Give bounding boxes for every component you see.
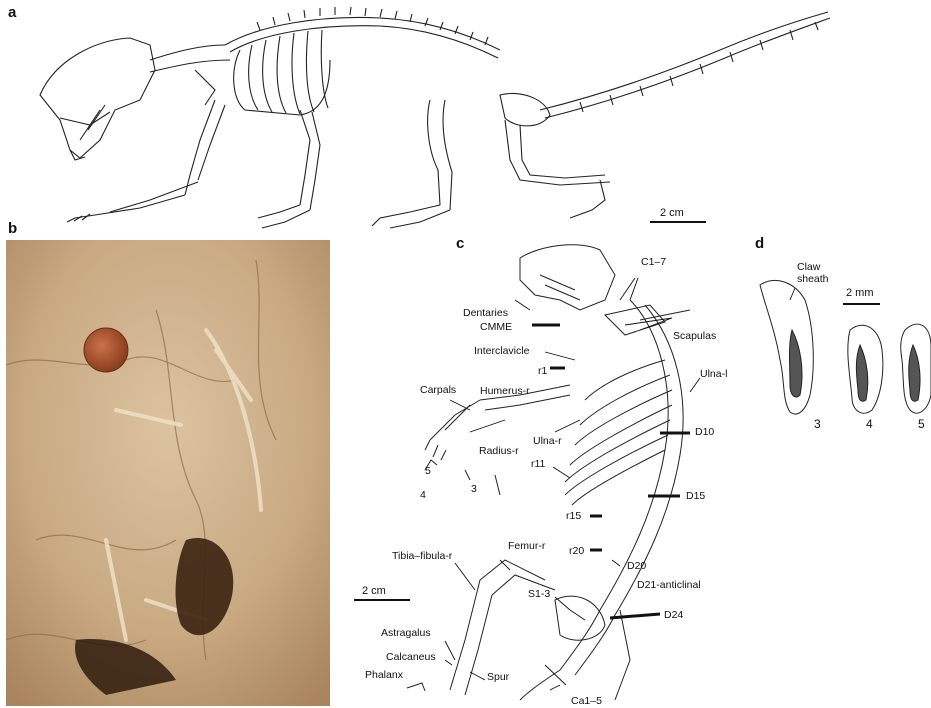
label-claw-3: 3	[814, 418, 821, 430]
scale-bar-d-label: 2 mm	[846, 288, 874, 299]
claw-3-icon	[760, 280, 813, 414]
label-claw-sheath: Claw sheath	[797, 261, 829, 285]
label-claw-5: 5	[918, 418, 925, 430]
label-claw-4: 4	[866, 418, 873, 430]
